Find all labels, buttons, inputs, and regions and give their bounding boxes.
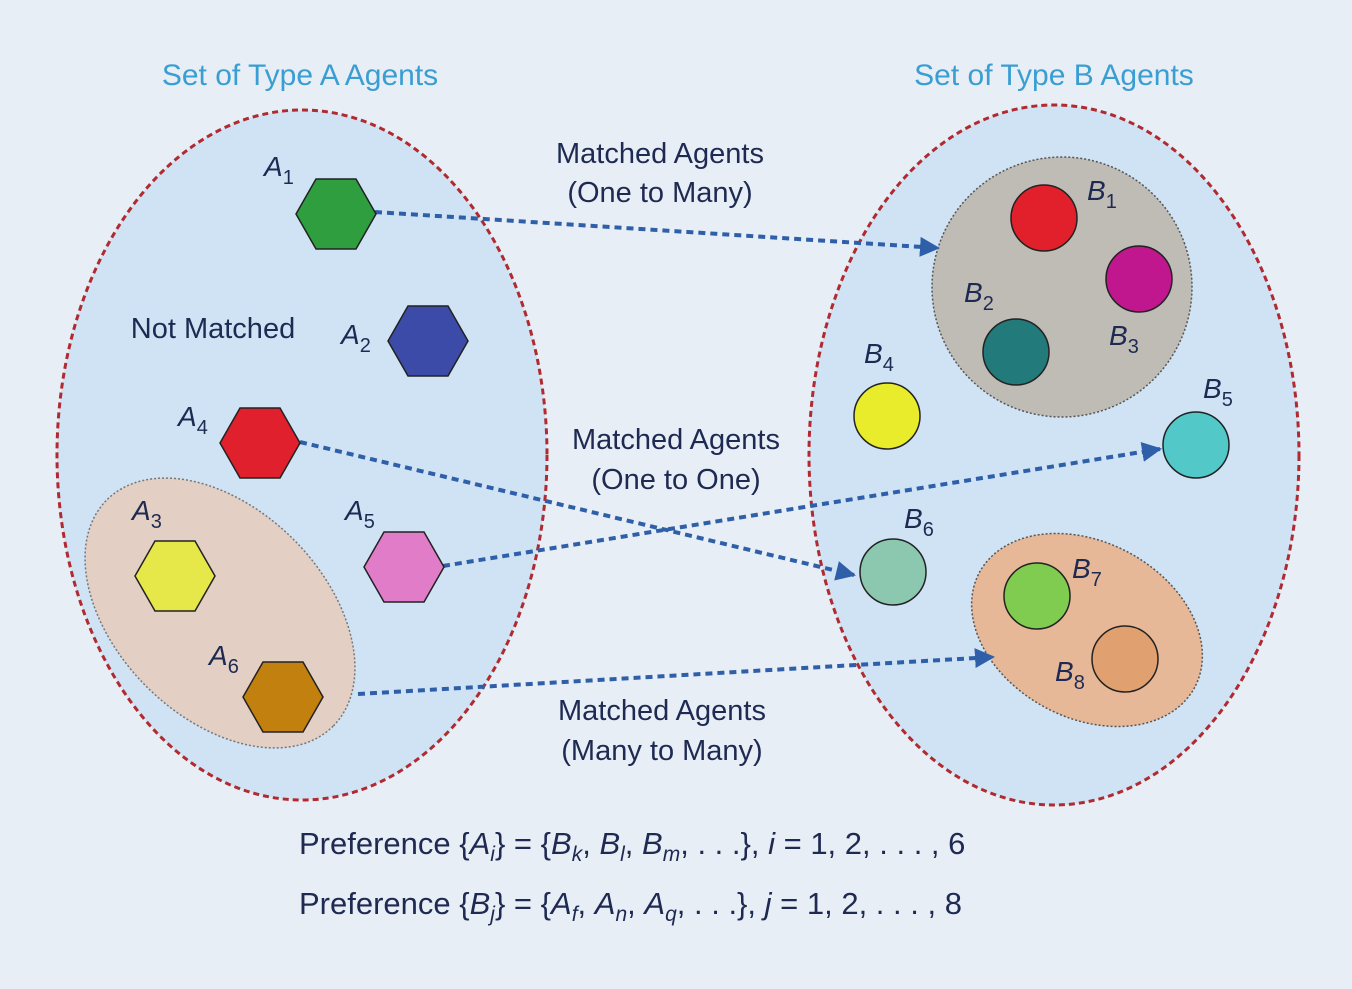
agent-b7-circle — [1003, 562, 1071, 630]
agent-b6-circle — [859, 538, 927, 606]
agent-a3-hexagon — [134, 540, 216, 612]
arrow-a5-to-b5 — [442, 442, 1162, 568]
label-b7: B7 — [1072, 553, 1102, 591]
label-a4: A4 — [176, 401, 208, 439]
agent-b1-circle — [1010, 184, 1078, 252]
label-a5: A5 — [343, 495, 375, 533]
arrow-a1-to-group-b1 — [374, 210, 940, 257]
caption-one-to-one-line1: Matched Agents — [572, 424, 780, 456]
label-a6: A6 — [207, 640, 239, 678]
agent-a2-hexagon — [387, 305, 469, 377]
caption-not-matched: Not Matched — [131, 313, 295, 345]
agent-b8-circle — [1091, 625, 1159, 693]
caption-many-to-many-line1: Matched Agents — [558, 695, 766, 727]
arrow-a4-to-b6 — [299, 440, 856, 581]
agent-a1-hexagon — [295, 178, 377, 250]
label-a1: A1 — [262, 151, 294, 189]
agent-a5-hexagon — [363, 531, 445, 603]
arrow-group-a-to-group-b7 — [357, 648, 995, 696]
agent-b5-circle — [1162, 411, 1230, 479]
caption-one-to-many-line2: (One to Many) — [567, 177, 752, 209]
agent-a6-hexagon — [242, 661, 324, 733]
agent-a4-hexagon — [219, 407, 301, 479]
label-b3: B3 — [1109, 320, 1139, 358]
set-b-title: Set of Type B Agents — [914, 59, 1194, 92]
caption-one-to-one-line2: (One to One) — [591, 464, 760, 496]
label-b6: B6 — [904, 503, 934, 541]
label-a2: A2 — [339, 319, 371, 357]
preference-formula-b: Preference {Bj} = {Af, An, Aq, . . .}, j… — [299, 886, 962, 926]
label-b8: B8 — [1055, 656, 1085, 694]
preference-formula-a: Preference {Ai} = {Bk, Bl, Bm, . . .}, i… — [299, 826, 965, 866]
set-a-title: Set of Type A Agents — [162, 59, 438, 92]
agent-b4-circle — [853, 382, 921, 450]
label-b5: B5 — [1203, 373, 1233, 411]
agent-b3-circle — [1105, 245, 1173, 313]
caption-one-to-many-line1: Matched Agents — [556, 138, 764, 170]
agent-b2-circle — [982, 318, 1050, 386]
label-b2: B2 — [964, 277, 994, 315]
label-b1: B1 — [1087, 175, 1117, 213]
caption-many-to-many-line2: (Many to Many) — [561, 735, 762, 767]
label-a3: A3 — [130, 495, 162, 533]
label-b4: B4 — [864, 338, 894, 376]
